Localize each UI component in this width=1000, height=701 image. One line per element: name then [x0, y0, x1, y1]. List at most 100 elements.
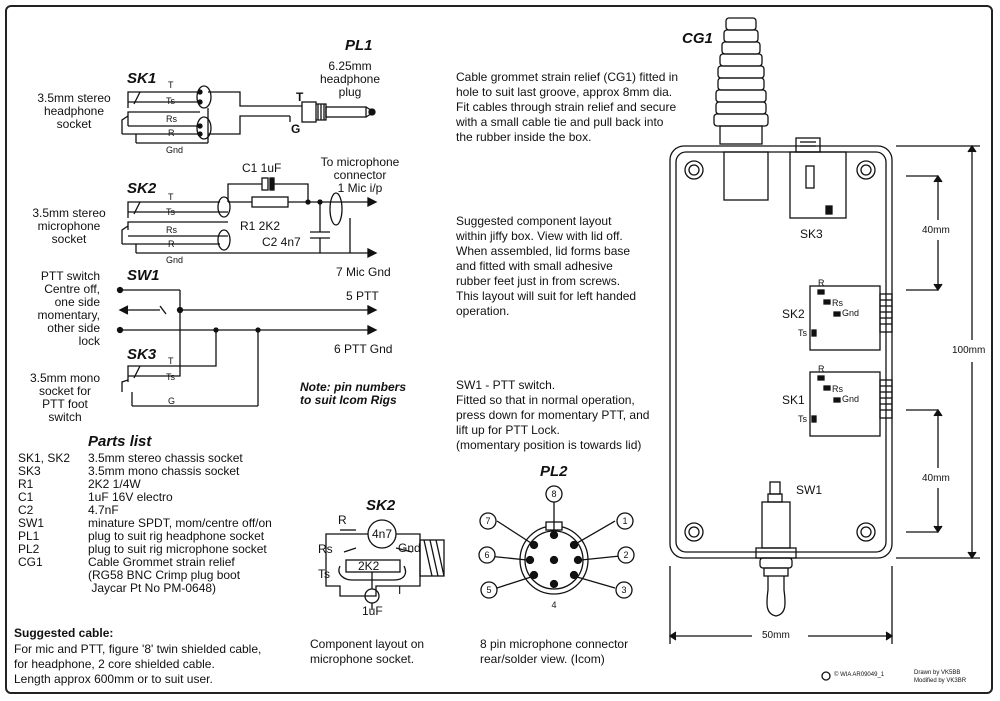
sk1-title: SK1	[127, 70, 157, 87]
r1-label: R1 2K2	[240, 219, 281, 233]
sk2-title: SK2	[127, 180, 157, 197]
box-sk3-label: SK3	[800, 227, 823, 241]
pl1-plug-symbol	[289, 101, 376, 123]
c2-label: C2 4n7	[262, 235, 301, 249]
pl2-connector-drawing	[478, 485, 635, 599]
parts-row: (RG58 BNC Crimp plug boot	[88, 568, 241, 582]
box-sk1-pin-r: R	[818, 364, 825, 374]
sk3-socket-symbol	[121, 310, 259, 407]
sk3-pin-g: G	[168, 396, 176, 406]
box-sk2-pin-ts: Ts	[798, 328, 807, 338]
sk2-pin-ts: Ts	[166, 207, 175, 217]
sk1-pin-r: R	[168, 128, 175, 138]
sk3-title: SK3	[127, 346, 157, 363]
sk2-layout-r1: 2K2	[358, 559, 380, 573]
mic-circuit	[220, 177, 378, 259]
sk2-layout-drawing	[325, 519, 445, 610]
sk2-layout-c1: 1uF	[362, 604, 383, 618]
mic-gnd-label: 7 Mic Gnd	[336, 265, 391, 279]
pl1-title: PL1	[345, 37, 373, 54]
sk2-layout-r: R	[338, 513, 347, 527]
sk2-pin-gnd: Gnd	[166, 255, 184, 265]
page-frame	[5, 5, 993, 694]
dim-top: 40mm	[922, 225, 950, 236]
cg1-description: Cable grommet strain relief (CG1) fitted…	[456, 70, 679, 144]
jiffy-box-drawing	[668, 17, 980, 681]
box-sk2-pin-gnd: Gnd	[842, 308, 860, 318]
sk2-layout-c2: 4n7	[372, 527, 393, 541]
sk2-layout-gnd: Gnd	[398, 541, 421, 555]
c1-label: C1 1uF	[242, 161, 282, 175]
box-sk1-pin-gnd: Gnd	[842, 394, 860, 404]
sk2-pin-rs: Rs	[166, 225, 177, 235]
cable-title: Suggested cable:	[14, 626, 114, 640]
cg1-title: CG1	[682, 30, 713, 47]
sk1-pin-ts: Ts	[166, 96, 175, 106]
box-sw1-label: SW1	[796, 483, 823, 497]
dim-width: 50mm	[762, 630, 790, 641]
sk2-layout-title: SK2	[366, 497, 396, 514]
parts-row: Jaycar Pt No PM-0648)	[88, 581, 217, 595]
box-sk2-pin-r: R	[818, 278, 825, 288]
sk2-layout-t: T	[396, 583, 404, 597]
sk2-layout-rs: Rs	[318, 542, 333, 556]
sk2-pin-r: R	[168, 239, 175, 249]
credits-ref: © WIA AR09049_1	[834, 672, 885, 678]
sk1-pin-rs: Rs	[166, 114, 177, 124]
pl1-pin-t: T	[296, 90, 304, 104]
parts-title: Parts list	[88, 433, 152, 450]
sk2-socket-symbol	[121, 196, 231, 254]
credits-modified: Modified by VK3BR	[914, 678, 967, 684]
sw1-description-text: SW1 - PTT switch.Fitted so that in norma…	[456, 378, 650, 452]
box-sk2-pin-rs: Rs	[832, 298, 843, 308]
sk2-layout-ts: Ts	[318, 567, 330, 581]
sk1-pin-gnd: Gnd	[166, 145, 184, 155]
ptt-gnd-label: 6 PTT Gnd	[334, 342, 393, 356]
pl2-pin-4: 4	[551, 600, 557, 610]
dim-bottom: 40mm	[922, 473, 950, 484]
sk1-pl1-wiring	[196, 85, 302, 144]
sw1-title: SW1	[127, 267, 160, 284]
sk3-pin-ts: Ts	[166, 372, 175, 382]
pl2-pin-7: 7	[485, 516, 491, 526]
box-sk1-pin-ts: Ts	[798, 414, 807, 424]
pl2-pin-5: 5	[486, 585, 492, 595]
pl2-pin-2: 2	[623, 550, 629, 560]
box-sk2-label: SK2	[782, 307, 805, 321]
pl2-title: PL2	[540, 463, 568, 480]
pl2-pin-8: 8	[551, 489, 557, 499]
sk3-pin-t: T	[168, 356, 174, 366]
sw1-switch-symbol	[116, 286, 378, 336]
box-sk1-pin-rs: Rs	[832, 384, 843, 394]
pl1-pin-g: G	[291, 122, 301, 136]
box-sk1-label: SK1	[782, 393, 805, 407]
sk1-pin-t: T	[168, 80, 174, 90]
cable-description: For mic and PTT, figure '8' twin shielde…	[14, 642, 262, 686]
sk2-pin-t: T	[168, 192, 174, 202]
credits-drawn: Drawn by VK5BB	[914, 670, 961, 676]
pl2-pin-3: 3	[621, 585, 627, 595]
pl2-pin-6: 6	[484, 550, 490, 560]
pl2-pin-1: 1	[622, 516, 628, 526]
sk1-socket-symbol	[121, 91, 200, 144]
ptt-label: 5 PTT	[346, 289, 379, 303]
